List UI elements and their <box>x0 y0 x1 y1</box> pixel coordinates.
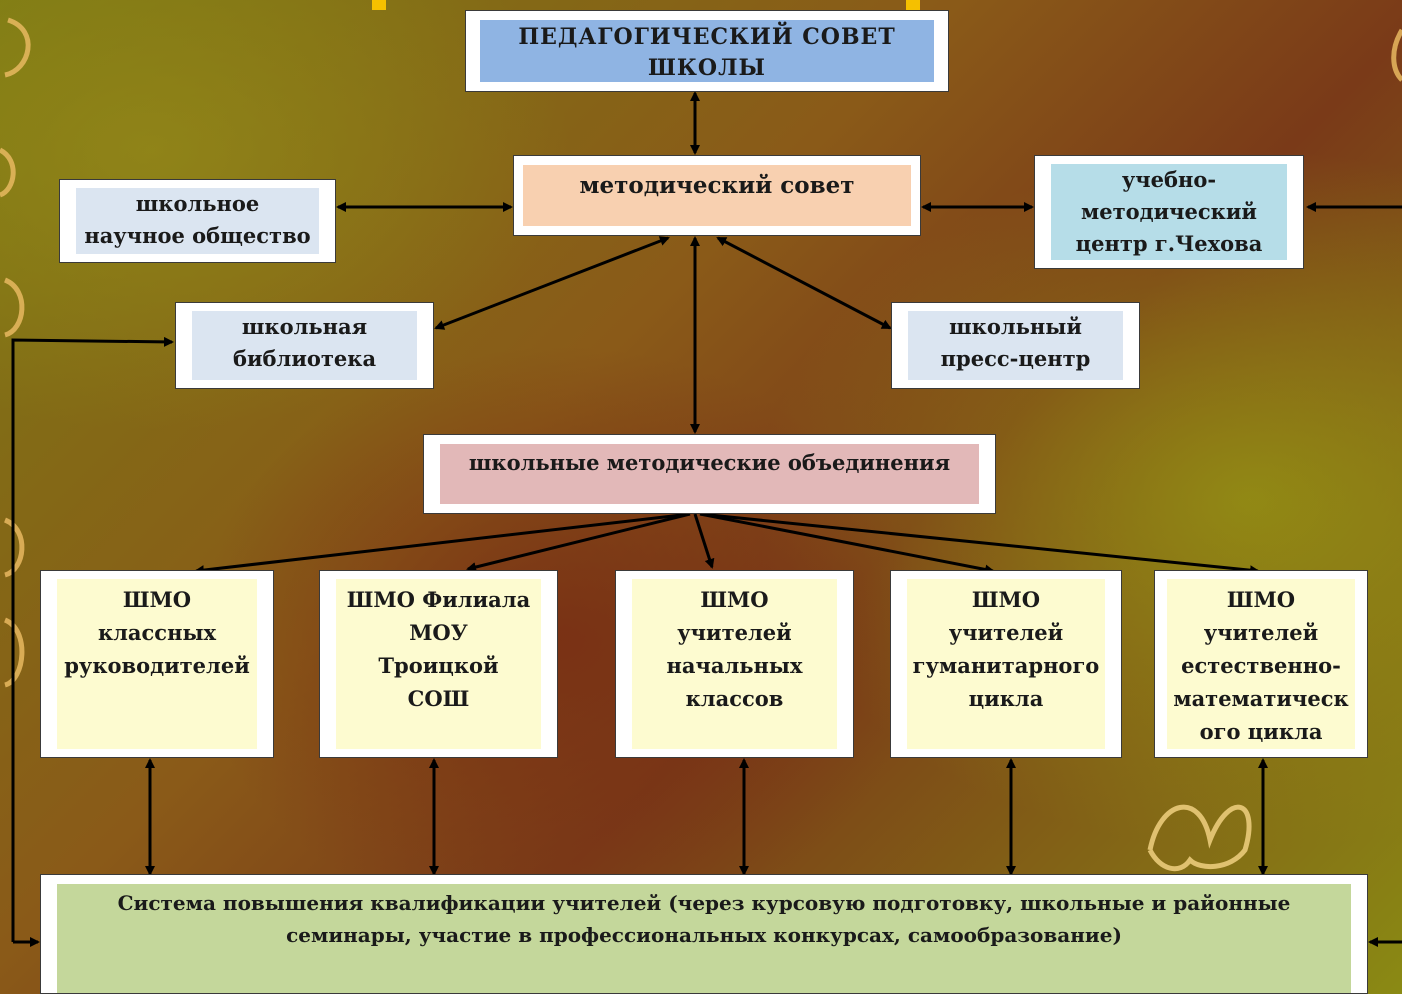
shmo-branch-box: ШМО Филиала МОУ Троицкой СОШ <box>319 570 558 758</box>
methodical-council-box: методический совет <box>513 155 921 236</box>
press-center-box: школьный пресс-центр <box>891 302 1140 389</box>
swirl-left-3 <box>3 277 25 338</box>
shmo-branch-label: ШМО Филиала МОУ Троицкой СОШ <box>336 579 541 749</box>
shmo-all-box: школьные методические объединения <box>423 434 996 514</box>
shmo-primary-box: ШМО учителей начальных классов <box>615 570 854 758</box>
arrow-method-press <box>716 236 892 330</box>
press-center-label: школьный пресс-центр <box>908 311 1123 380</box>
pedagogical-council-box: ПЕДАГОГИЧЕСКИЙ СОВЕТ ШКОЛЫ <box>465 10 949 92</box>
arrow-shmo-5 <box>699 512 1260 576</box>
shmo-humanities-box: ШМО учителей гуманитарного цикла <box>890 570 1122 758</box>
arrow-shmo-2 <box>466 512 691 572</box>
arrow-method-library <box>434 236 670 330</box>
pedagogical-council-label: ПЕДАГОГИЧЕСКИЙ СОВЕТ ШКОЛЫ <box>480 20 934 82</box>
swirl-left-5 <box>3 617 25 688</box>
qualification-system-label: Система повышения квалификации учителей … <box>57 884 1351 993</box>
arrow-shmo-4 <box>699 512 995 575</box>
top-accent-right <box>906 0 920 10</box>
shmo-humanities-label: ШМО учителей гуманитарного цикла <box>907 579 1105 749</box>
qualification-system-box: Система повышения квалификации учителей … <box>40 874 1368 994</box>
swirl-left-4 <box>3 517 25 578</box>
shmo-class-leaders-box: ШМО классных руководителей <box>40 570 274 758</box>
library-label: школьная библиотека <box>192 311 417 380</box>
library-box: школьная библиотека <box>175 302 434 389</box>
shmo-all-label: школьные методические объединения <box>440 444 979 504</box>
methodical-council-label: методический совет <box>523 165 911 226</box>
science-society-label: школьное научное общество <box>76 188 319 254</box>
umc-label: учебно- методический центр г.Чехова <box>1051 164 1287 260</box>
butterfly-decoration <box>1147 804 1252 872</box>
swirl-left-1 <box>4 17 31 78</box>
arrow-shmo-3 <box>693 513 715 569</box>
shmo-science-math-label: ШМО учителей естественно- математическ о… <box>1167 579 1355 749</box>
arrow-shmo-1 <box>194 512 691 576</box>
shmo-science-math-box: ШМО учителей естественно- математическ о… <box>1154 570 1368 758</box>
shmo-class-leaders-label: ШМО классных руководителей <box>57 579 257 749</box>
umc-box: учебно- методический центр г.Чехова <box>1034 155 1304 269</box>
science-society-box: школьное научное общество <box>59 179 336 263</box>
swirl-right-1 <box>1391 28 1402 82</box>
top-accent-left <box>372 0 386 10</box>
shmo-primary-label: ШМО учителей начальных классов <box>632 579 837 749</box>
swirl-left-2 <box>0 147 16 198</box>
